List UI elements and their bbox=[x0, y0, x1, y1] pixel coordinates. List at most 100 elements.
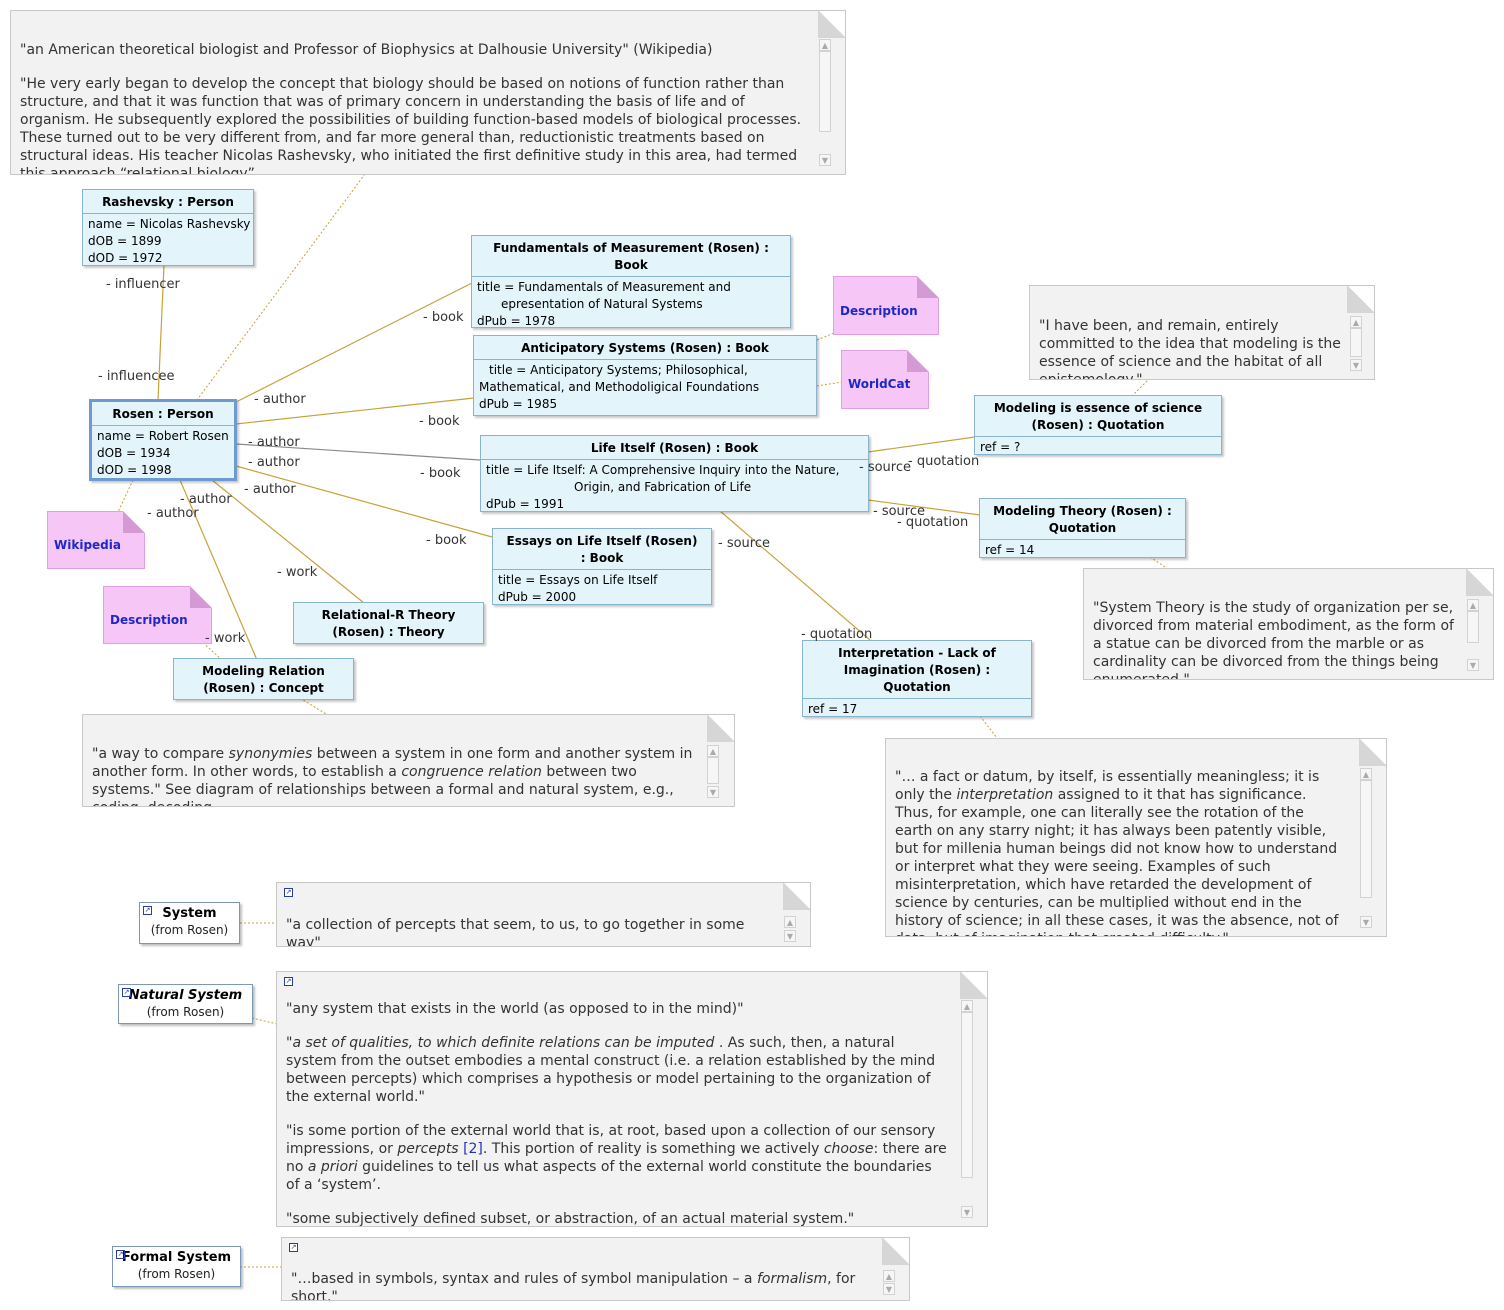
worldcat-link[interactable]: WorldCat bbox=[841, 350, 929, 409]
wikipedia-link[interactable]: Wikipedia bbox=[47, 511, 145, 569]
node-title-line: (Rosen) : Quotation bbox=[1031, 418, 1165, 432]
description-link-2[interactable]: Description bbox=[103, 586, 212, 644]
role-label: - source bbox=[718, 536, 770, 551]
natural-system-p2: "a set of qualities, to which definite r… bbox=[286, 1034, 947, 1106]
natural-system-p3: "is some portion of the external world t… bbox=[286, 1122, 947, 1194]
modeling-theory-quotation[interactable]: Modeling Theory (Rosen) :Quotation ref =… bbox=[979, 498, 1186, 558]
class-name: Natural System bbox=[128, 988, 243, 1003]
interpretation-text: "… a fact or datum, by itself, is essent… bbox=[895, 768, 1344, 936]
essays-book[interactable]: Essays on Life Itself (Rosen): Book titl… bbox=[492, 528, 712, 605]
node-attr: title = Fundamentals of Measurement and bbox=[477, 280, 731, 294]
modeling-relation-scrollbar[interactable]: ▲ ▼ bbox=[707, 745, 719, 798]
relational-theory[interactable]: Relational-R Theory(Rosen) : Theory bbox=[293, 602, 484, 644]
node-title-line: Modeling Theory (Rosen) : bbox=[993, 504, 1172, 518]
rashevsky-person[interactable]: Rashevsky : Person name = Nicolas Rashev… bbox=[82, 189, 254, 266]
natural-system-p1: "any system that exists in the world (as… bbox=[286, 1001, 744, 1017]
scroll-up-icon[interactable]: ▲ bbox=[1467, 599, 1479, 611]
anchor-modeling-relation bbox=[299, 697, 327, 715]
scroll-up-icon[interactable]: ▲ bbox=[1360, 768, 1372, 780]
text-emphasis: synonymies bbox=[228, 746, 313, 762]
system-theory-scrollbar[interactable]: ▲ ▼ bbox=[1467, 599, 1479, 671]
link-icon[interactable]: ↗ bbox=[143, 906, 152, 915]
formal-system-scrollbar[interactable]: ▲ ▼ bbox=[883, 1270, 895, 1295]
link-icon[interactable]: ↗ bbox=[289, 1243, 298, 1252]
description-link-1[interactable]: Description bbox=[833, 276, 939, 335]
node-attr: epresentation of Natural Systems bbox=[501, 297, 703, 311]
role-label: - source bbox=[859, 460, 911, 475]
text-emphasis: "a set of qualities, to which definite r… bbox=[286, 1035, 715, 1051]
node-title: Fundamentals of Measurement (Rosen) :Boo… bbox=[472, 236, 790, 277]
modeling-relation-concept[interactable]: Modeling Relation (Rosen) : Concept bbox=[173, 658, 354, 700]
rosen-bio-scrollbar[interactable]: ▲ ▼ bbox=[819, 39, 831, 166]
doc-label: WorldCat bbox=[848, 377, 911, 391]
node-title-line: Book bbox=[614, 258, 648, 272]
scroll-down-icon[interactable]: ▼ bbox=[707, 786, 719, 798]
scroll-down-icon[interactable]: ▼ bbox=[1467, 659, 1479, 671]
scroll-up-icon[interactable]: ▲ bbox=[707, 745, 719, 757]
class-origin: (from Rosen) bbox=[146, 1005, 225, 1019]
node-title: Rosen : Person bbox=[92, 402, 234, 426]
text-emphasis: formalism bbox=[756, 1271, 828, 1287]
node-attr: title = Essays on Life Itself bbox=[498, 573, 658, 587]
scroll-up-icon[interactable]: ▲ bbox=[784, 916, 796, 928]
text-part: , for short." bbox=[291, 1271, 856, 1301]
scroll-up-icon[interactable]: ▲ bbox=[1350, 316, 1362, 328]
text-part: "is some portion of the external world t… bbox=[286, 1123, 936, 1157]
role-label: - author bbox=[248, 435, 300, 450]
node-title-line: (Rosen) : Concept bbox=[203, 681, 324, 695]
life-itself-book[interactable]: Life Itself (Rosen) : Book title = Life … bbox=[480, 435, 869, 512]
system-theory-note: "System Theory is the study of organizat… bbox=[1083, 568, 1494, 680]
node-title-line: Modeling is essence of science bbox=[993, 401, 1203, 415]
natural-system-note: ↗ "any system that exists in the world (… bbox=[276, 971, 988, 1227]
natural-system-p4: "some subjectively defined subset, or ab… bbox=[286, 1211, 855, 1227]
node-title-line: Essays on Life Itself (Rosen) bbox=[506, 534, 698, 548]
rosen-bio-p1: "an American theoretical biologist and P… bbox=[20, 42, 713, 58]
node-attr: dOB = 1934 bbox=[97, 446, 171, 460]
node-title-line: Quotation bbox=[1048, 521, 1117, 535]
link-icon[interactable]: ↗ bbox=[116, 1250, 125, 1259]
system-theory-text: "System Theory is the study of organizat… bbox=[1093, 600, 1454, 680]
scroll-down-icon[interactable]: ▼ bbox=[819, 154, 831, 166]
scroll-up-icon[interactable]: ▲ bbox=[883, 1270, 895, 1282]
scroll-down-icon[interactable]: ▼ bbox=[1350, 359, 1362, 371]
node-title: Modeling is essence of science (Rosen) : … bbox=[975, 396, 1221, 437]
anticipatory-book[interactable]: Anticipatory Systems (Rosen) : Book titl… bbox=[473, 335, 817, 416]
link-icon[interactable]: ↗ bbox=[122, 988, 131, 997]
text-part: assigned to it that has significance. Th… bbox=[895, 787, 1339, 936]
role-label: - author bbox=[244, 482, 296, 497]
fundamentals-book[interactable]: Fundamentals of Measurement (Rosen) :Boo… bbox=[471, 235, 791, 328]
node-title: Anticipatory Systems (Rosen) : Book bbox=[474, 336, 816, 360]
link-icon[interactable]: ↗ bbox=[284, 888, 293, 897]
scroll-down-icon[interactable]: ▼ bbox=[1360, 916, 1372, 928]
scroll-up-icon[interactable]: ▲ bbox=[819, 39, 831, 51]
node-title: Life Itself (Rosen) : Book bbox=[481, 436, 868, 460]
scroll-down-icon[interactable]: ▼ bbox=[961, 1206, 973, 1218]
link-icon[interactable]: ↗ bbox=[284, 977, 293, 986]
scroll-up-icon[interactable]: ▲ bbox=[961, 1000, 973, 1012]
modeling-quote-scrollbar[interactable]: ▲ ▼ bbox=[1350, 316, 1362, 371]
modeling-essence-quotation[interactable]: Modeling is essence of science (Rosen) : … bbox=[974, 395, 1222, 455]
class-origin: (from Rosen) bbox=[150, 923, 229, 937]
interpretation-scrollbar[interactable]: ▲ ▼ bbox=[1360, 768, 1372, 928]
formal-system-class[interactable]: ↗ Formal System (from Rosen) bbox=[112, 1246, 241, 1287]
citation-link[interactable]: [2] bbox=[463, 1141, 483, 1157]
rosen-person[interactable]: Rosen : Person name = Robert Rosen dOB =… bbox=[89, 399, 237, 481]
system-class[interactable]: ↗ System (from Rosen) bbox=[139, 902, 240, 944]
node-title: Modeling Theory (Rosen) : Quotation bbox=[980, 499, 1185, 540]
modeling-relation-text: "a way to compare synonymies between a s… bbox=[92, 745, 705, 806]
natural-system-scrollbar[interactable]: ▲ ▼ bbox=[961, 1000, 973, 1218]
text-part: between a system in one form and another… bbox=[92, 746, 693, 780]
text-part: "… a fact or datum, by itself, is essent… bbox=[895, 769, 1320, 803]
node-title-line: Modeling Relation bbox=[202, 664, 325, 678]
node-title: Rashevsky : Person bbox=[83, 190, 253, 214]
system-def-text: "a collection of percepts that seem, to … bbox=[286, 917, 745, 947]
natural-system-class[interactable]: ↗ Natural System (from Rosen) bbox=[118, 984, 253, 1024]
node-title-line: Quotation bbox=[883, 680, 951, 694]
anchor-worldcat bbox=[816, 381, 843, 387]
system-def-scrollbar[interactable]: ▲ ▼ bbox=[784, 916, 796, 942]
node-attr: dPub = 2000 bbox=[498, 590, 577, 604]
doc-label: Description bbox=[110, 613, 188, 627]
scroll-down-icon[interactable]: ▼ bbox=[883, 1283, 895, 1295]
scroll-down-icon[interactable]: ▼ bbox=[784, 930, 796, 942]
